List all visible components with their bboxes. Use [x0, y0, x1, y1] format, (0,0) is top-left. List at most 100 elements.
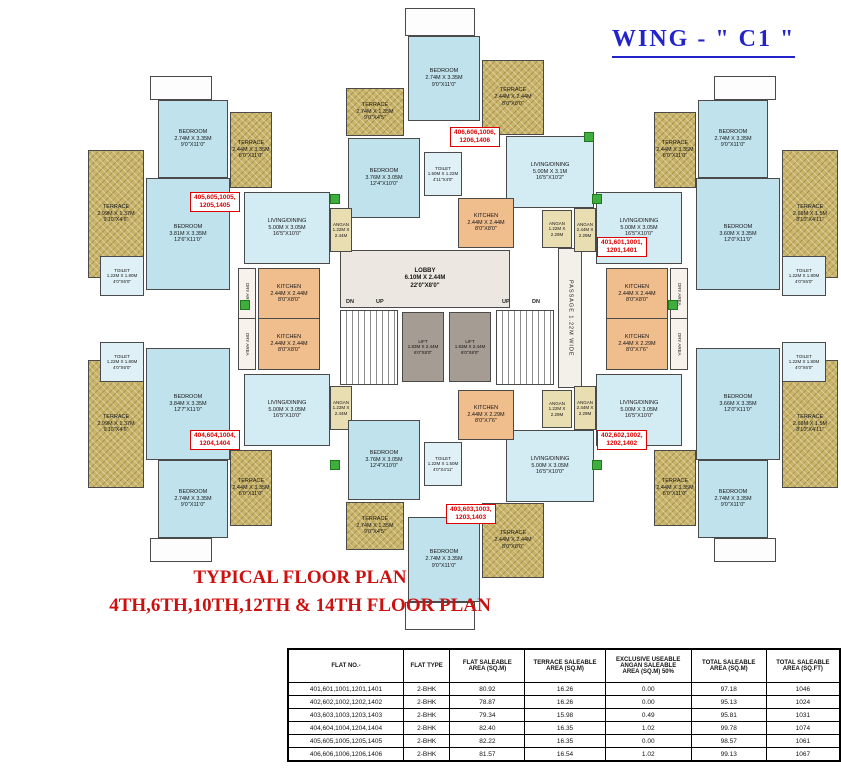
table-header-cell: TOTAL SALEABLE AREA (SQ.FT)	[765, 648, 841, 683]
vent-marker-icon	[584, 132, 594, 142]
lift-2: LIFT 1.83M X 2.44M 6'0"X8'0"	[449, 312, 491, 382]
room-bedroom: BEDROOM 2.74M X 3.35M 9'0"X11'0"	[158, 460, 228, 538]
room-toilet: TOILET 1.22M X 1.80M 4'0"X6'0"	[100, 342, 144, 382]
table-cell: 1067	[765, 747, 841, 762]
wing-title: WING - " C1 "	[612, 26, 796, 58]
room-angan: ANGAN 2.44M X 2.29M	[574, 386, 596, 430]
table-cell: 406,606,1006,1206,1406	[287, 747, 404, 762]
stair-up-label: UP	[502, 299, 510, 305]
vent-marker-icon	[668, 300, 678, 310]
room-kitchen: KITCHEN 2.44M X 2.44M 8'0"X8'0"	[258, 318, 320, 370]
table-cell: 1074	[765, 721, 841, 735]
table-header-cell: FLAT NO.-	[287, 648, 404, 683]
flat-tag-401: 401,601,1001, 1201,1401	[597, 237, 647, 258]
duct	[405, 602, 475, 630]
table-cell: 1061	[765, 734, 841, 748]
table-header-cell: TOTAL SALEABLE AREA (SQ.M)	[690, 648, 767, 683]
duct	[714, 76, 776, 100]
room-dry-area: DRY AREA	[670, 268, 688, 320]
table-cell: 1031	[765, 708, 841, 722]
room-kitchen: KITCHEN 2.44M X 2.44M 8'0"X8'0"	[458, 198, 514, 248]
vent-marker-icon	[240, 300, 250, 310]
room-bedroom: BEDROOM 2.74M X 3.35M 9'0"X11'0"	[698, 100, 768, 178]
room-living-dining: LIVING/DINING 5.00M X 3.1M 16'5"X10'2"	[506, 136, 594, 208]
table-cell: 1.02	[604, 747, 692, 762]
room-kitchen: KITCHEN 2.44M X 2.29M 8'0"X7'6"	[458, 390, 514, 440]
table-cell: 16.35	[524, 721, 606, 735]
table-cell: 2-BHK	[402, 682, 451, 696]
flat-tag-403: 403,603,1003, 1203,1403	[446, 504, 496, 525]
table-cell: 95.13	[690, 695, 767, 709]
room-kitchen: KITCHEN 2.44M X 2.29M 8'0"X7'6"	[606, 318, 668, 370]
table-cell: 2-BHK	[402, 708, 451, 722]
table-cell: 15.98	[524, 708, 606, 722]
stair-up-label: UP	[376, 299, 384, 305]
table-cell: 0.00	[604, 734, 692, 748]
table-row: 406,606,1006,1206,1406 2-BHK 81.57 16.54…	[287, 747, 841, 762]
staircase-left	[340, 310, 398, 385]
table-header-row: FLAT NO.- FLAT TYPE FLAT SALEABLE AREA (…	[287, 648, 841, 683]
lift-1: LIFT 1.83M X 2.44M 6'0"X8'0"	[402, 312, 444, 382]
vent-marker-icon	[592, 460, 602, 470]
table-row: 405,605,1005,1205,1405 2-BHK 82.22 16.35…	[287, 734, 841, 748]
room-dry-area: DRY AREA	[238, 318, 256, 370]
lobby: LOBBY 6.10M X 2.44M 22'0"X8'0"	[340, 250, 510, 308]
room-dry-area: DRY AREA	[670, 318, 688, 370]
room-bedroom: BEDROOM 2.74M X 3.35M 9'0"X11'0"	[698, 460, 768, 538]
table-cell: 405,605,1005,1205,1405	[287, 734, 404, 748]
flat-tag-404: 404,604,1004, 1204,1404	[190, 430, 240, 451]
room-toilet: TOILET 1.22M X 1.80M 4'0"X6'0"	[782, 342, 826, 382]
table-row: 402,602,1002,1202,1402 2-BHK 78.87 16.26…	[287, 695, 841, 709]
vent-marker-icon	[330, 194, 340, 204]
room-bedroom: BEDROOM 3.66M X 3.35M 12'0"X11'0"	[696, 348, 780, 460]
room-angan: ANGAN 2.44M X 2.29M	[574, 208, 596, 252]
flat-tag-405: 405,605,1005, 1205,1405	[190, 192, 240, 213]
table-cell: 2-BHK	[402, 734, 451, 748]
room-bedroom: BEDROOM 3.76M X 3.05M 12'4"X10'0"	[348, 420, 420, 500]
plan-caption: TYPICAL FLOOR PLAN 4TH,6TH,10TH,12TH & 1…	[100, 564, 500, 619]
room-living-dining: LIVING/DINING 5.00M X 3.05M 16'5"X10'0"	[244, 374, 330, 446]
table-cell: 401,601,1001,1201,1401	[287, 682, 404, 696]
area-table: FLAT NO.- FLAT TYPE FLAT SALEABLE AREA (…	[287, 648, 841, 762]
table-cell: 16.26	[524, 682, 606, 696]
room-terrace: TERRACE 2.44M X 3.35M 8'0"X11'0"	[230, 112, 272, 188]
room-living-dining: LIVING/DINING 5.00M X 3.05M 16'5"X10'0"	[506, 430, 594, 502]
room-angan: ANGAN 1.22M X 2.44M	[330, 386, 352, 430]
table-cell: 16.26	[524, 695, 606, 709]
room-living-dining: LIVING/DINING 5.00M X 3.05M 16'5"X10'0"	[244, 192, 330, 264]
duct	[150, 76, 212, 100]
table-cell: 0.00	[604, 695, 692, 709]
room-toilet: TOILET 1.22M X 1.50M 4'0"X4'11"	[424, 442, 462, 486]
table-header-cell: FLAT SALEABLE AREA (SQ.M)	[449, 648, 526, 683]
table-header-cell: TERRACE SALEABLE AREA (SQ.M)	[524, 648, 606, 683]
table-cell: 2-BHK	[402, 695, 451, 709]
caption-line-1: TYPICAL FLOOR PLAN	[193, 567, 407, 588]
table-cell: 99.78	[690, 721, 767, 735]
stair-dn-label: DN	[346, 299, 354, 305]
vent-marker-icon	[330, 460, 340, 470]
room-terrace: TERRACE 2.44M X 3.35M 8'0"X11'0"	[654, 450, 696, 526]
table-cell: 16.54	[524, 747, 606, 762]
table-cell: 404,604,1004,1204,1404	[287, 721, 404, 735]
table-cell: 78.87	[449, 695, 526, 709]
staircase-right	[496, 310, 554, 385]
table-cell: 2-BHK	[402, 721, 451, 735]
room-terrace: TERRACE 2.44M X 2.44M 8'0"X8'0"	[482, 60, 544, 135]
room-bedroom: BEDROOM 3.60M X 3.35M 12'0"X11'0"	[696, 178, 780, 290]
room-dry-area: DRY AREA	[238, 268, 256, 320]
room-terrace: TERRACE 2.74M X 1.35M 9'0"X4'5"	[346, 88, 404, 136]
duct	[405, 8, 475, 36]
table-cell: 81.57	[449, 747, 526, 762]
table-cell: 99.13	[690, 747, 767, 762]
room-bedroom: BEDROOM 3.76M X 3.05M 12'4"X10'0"	[348, 138, 420, 218]
room-bedroom: BEDROOM 2.74M X 3.35M 9'0"X11'0"	[408, 36, 480, 121]
duct	[150, 538, 212, 562]
room-toilet: TOILET 1.50M X 1.22M 4'11"X4'0"	[424, 152, 462, 196]
room-toilet: TOILET 1.22M X 1.80M 4'0"X6'0"	[782, 256, 826, 296]
duct	[714, 538, 776, 562]
table-cell: 1024	[765, 695, 841, 709]
table-cell: 1.02	[604, 721, 692, 735]
passage: PASSAGE 1.22M WIDE	[558, 248, 582, 388]
vent-marker-icon	[592, 194, 602, 204]
